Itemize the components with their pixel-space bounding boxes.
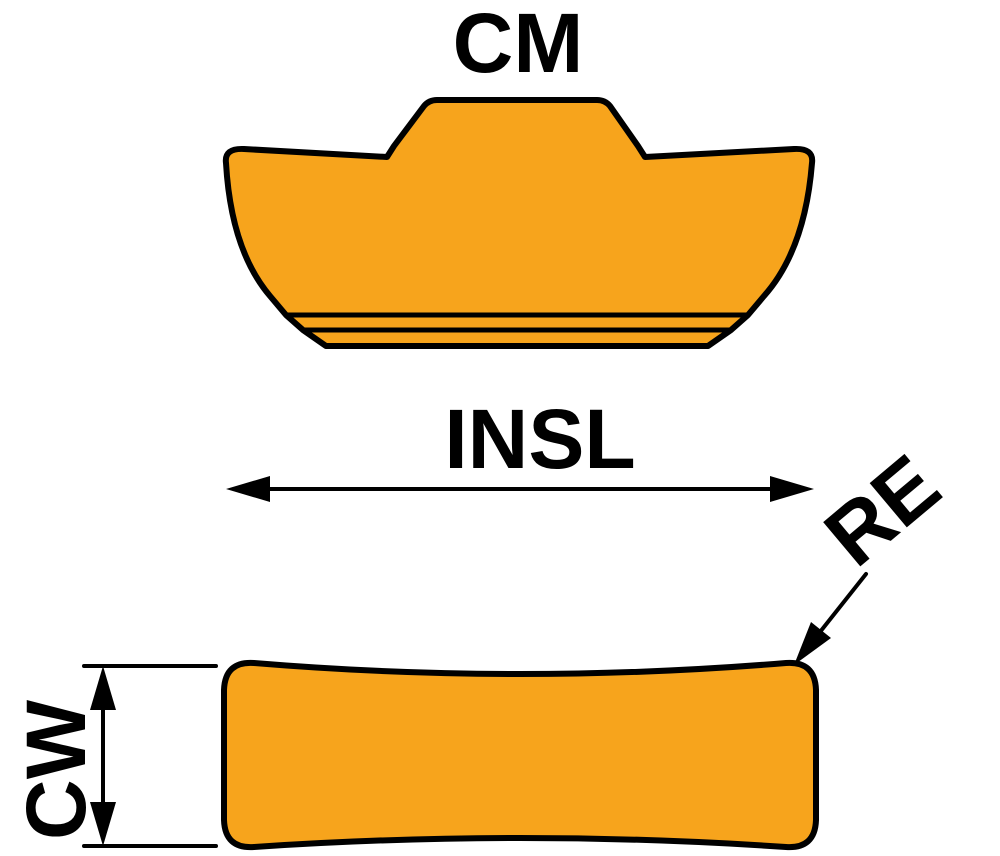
insert-front-view-shape [222, 97, 816, 349]
insert-top-view-shape [221, 659, 819, 851]
label-cm: CM [453, 0, 584, 90]
label-cw: CW [9, 699, 103, 840]
cw-up-arrowhead [90, 666, 116, 710]
insl-dimension [226, 476, 814, 502]
insert-front-view-groove-lines [283, 312, 751, 333]
re-leader-line [818, 572, 868, 634]
diagram-shapes [82, 97, 868, 851]
cw-dimension [82, 664, 218, 848]
label-insl: INSL [444, 392, 635, 486]
insl-right-arrowhead [770, 476, 814, 502]
label-re: RE [807, 437, 957, 584]
cw-down-arrowhead [90, 802, 116, 846]
re-leader [794, 572, 868, 665]
re-arrowhead [794, 622, 831, 665]
insl-left-arrowhead [226, 476, 270, 502]
